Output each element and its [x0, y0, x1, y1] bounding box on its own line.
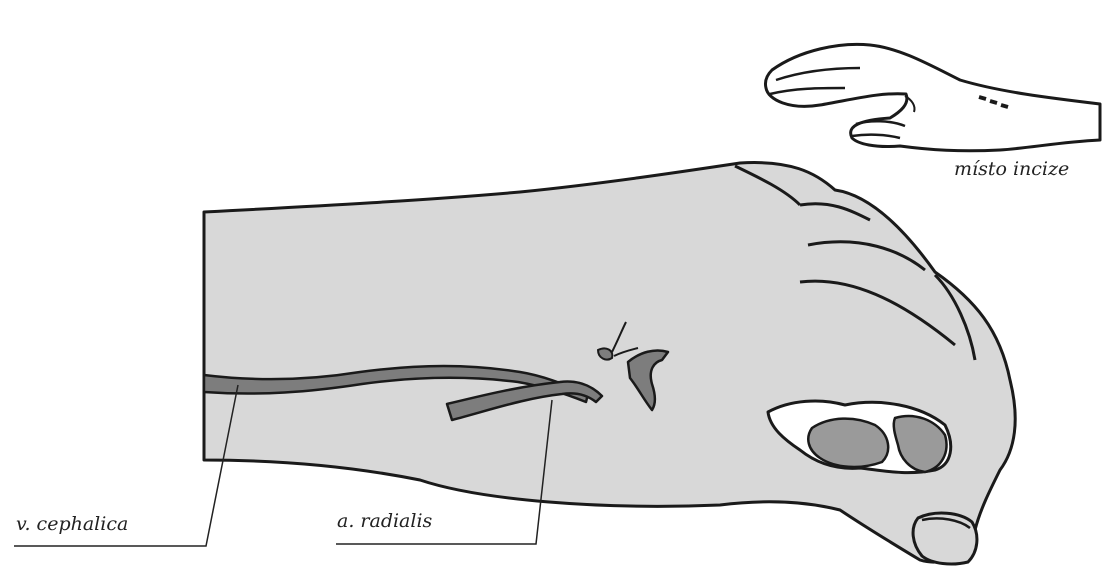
label-radial-artery: a. radialis [337, 512, 432, 531]
forearm-hand [204, 163, 1015, 563]
incision-mark [979, 97, 986, 99]
incision-mark [990, 101, 997, 103]
label-cephalic-vein: v. cephalica [16, 515, 128, 534]
incision-mark [1001, 105, 1008, 107]
inset-hand-outline [765, 44, 1100, 150]
inset-hand [765, 44, 1100, 150]
label-incision-site: místo incize [954, 160, 1069, 179]
